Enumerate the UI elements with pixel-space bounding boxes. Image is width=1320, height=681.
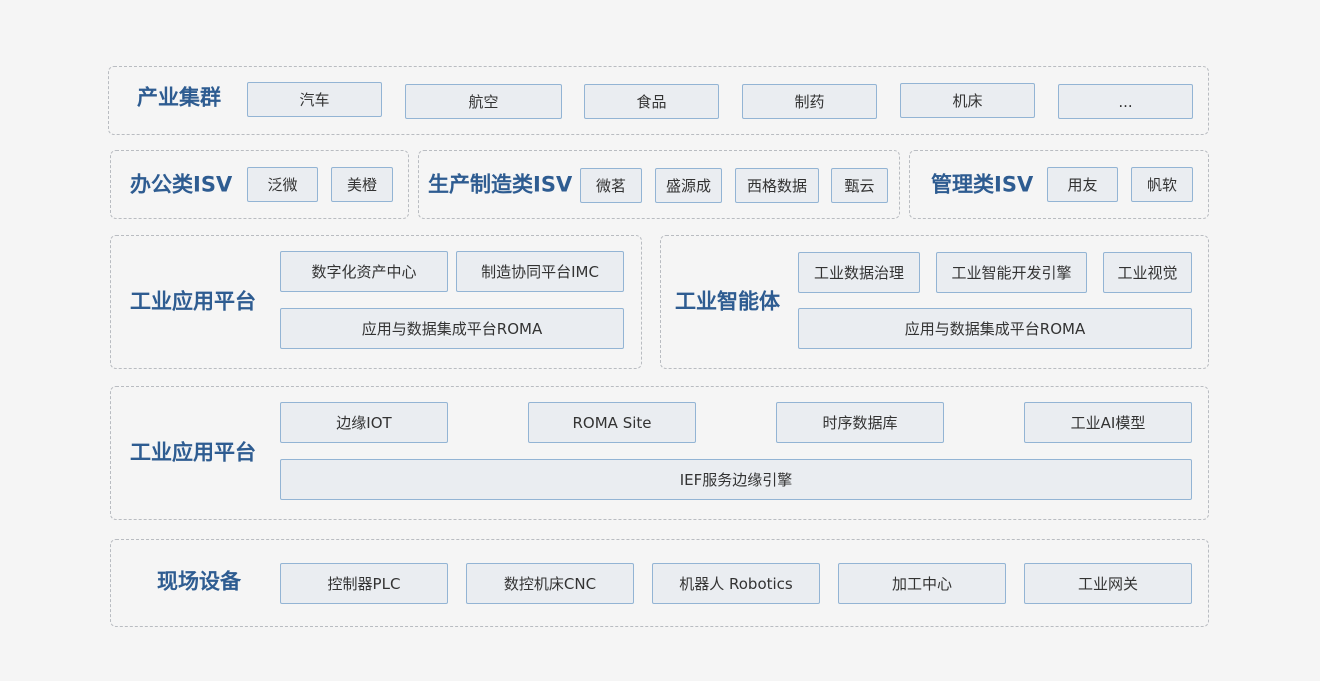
- industrial-intelligence-item-data-governance[interactable]: 工业数据治理: [798, 252, 920, 293]
- manufacturing-isv-item-weiming[interactable]: 微茗: [580, 168, 642, 203]
- office-isv-item-meicheng[interactable]: 美橙: [331, 167, 393, 202]
- edge-platform-layer: [110, 386, 1209, 520]
- edge-platform-ief[interactable]: IEF服务边缘引擎: [280, 459, 1192, 500]
- edge-platform-item-edge-iot[interactable]: 边缘IOT: [280, 402, 448, 443]
- industrial-intelligence-item-dev-engine[interactable]: 工业智能开发引擎: [936, 252, 1087, 293]
- industry-cluster-title: 产业集群: [137, 85, 221, 110]
- manufacturing-isv-item-shengyuancheng[interactable]: 盛源成: [655, 168, 722, 203]
- industrial-intelligence-title: 工业智能体: [675, 289, 780, 314]
- industrial-app-platform-item-asset-center[interactable]: 数字化资产中心: [280, 251, 448, 292]
- edge-platform-item-roma-site[interactable]: ROMA Site: [528, 402, 696, 443]
- field-devices-title: 现场设备: [157, 569, 241, 594]
- industrial-intelligence-layer: [660, 235, 1209, 369]
- industry-cluster-layer: [108, 66, 1209, 135]
- management-isv-item-yonyou[interactable]: 用友: [1047, 167, 1118, 202]
- field-devices-item-cnc[interactable]: 数控机床CNC: [466, 563, 634, 604]
- field-devices-item-robotics[interactable]: 机器人 Robotics: [652, 563, 820, 604]
- edge-platform-item-ai-model[interactable]: 工业AI模型: [1024, 402, 1192, 443]
- manufacturing-isv-title: 生产制造类ISV: [428, 172, 573, 197]
- industry-cluster-item-auto[interactable]: 汽车: [247, 82, 382, 117]
- office-isv-title: 办公类ISV: [130, 172, 233, 197]
- industry-cluster-item-pharma[interactable]: 制药: [742, 84, 877, 119]
- office-isv-layer: [110, 150, 409, 219]
- management-isv-layer: [909, 150, 1209, 219]
- field-devices-item-machining-center[interactable]: 加工中心: [838, 563, 1006, 604]
- industrial-app-platform-layer: [110, 235, 642, 369]
- field-devices-item-plc[interactable]: 控制器PLC: [280, 563, 448, 604]
- manufacturing-isv-item-xige[interactable]: 西格数据: [735, 168, 819, 203]
- management-isv-title: 管理类ISV: [931, 172, 1034, 197]
- industrial-app-platform-title: 工业应用平台: [130, 289, 256, 314]
- edge-platform-item-tsdb[interactable]: 时序数据库: [776, 402, 944, 443]
- industry-cluster-item-machine-tool[interactable]: 机床: [900, 83, 1035, 118]
- manufacturing-isv-layer: [418, 150, 900, 219]
- industry-cluster-item-aviation[interactable]: 航空: [405, 84, 562, 119]
- field-devices-layer: [110, 539, 1209, 627]
- office-isv-item-fanwei[interactable]: 泛微: [247, 167, 318, 202]
- industrial-intelligence-item-vision[interactable]: 工业视觉: [1103, 252, 1192, 293]
- industrial-intelligence-roma[interactable]: 应用与数据集成平台ROMA: [798, 308, 1192, 349]
- industry-cluster-item-food[interactable]: 食品: [584, 84, 719, 119]
- industry-cluster-item-more[interactable]: ...: [1058, 84, 1193, 119]
- manufacturing-isv-item-zhenyun[interactable]: 甄云: [831, 168, 888, 203]
- edge-platform-title: 工业应用平台: [130, 440, 256, 465]
- management-isv-item-fanruan[interactable]: 帆软: [1131, 167, 1193, 202]
- industrial-app-platform-item-imc[interactable]: 制造协同平台IMC: [456, 251, 624, 292]
- field-devices-item-gateway[interactable]: 工业网关: [1024, 563, 1192, 604]
- industrial-app-platform-roma[interactable]: 应用与数据集成平台ROMA: [280, 308, 624, 349]
